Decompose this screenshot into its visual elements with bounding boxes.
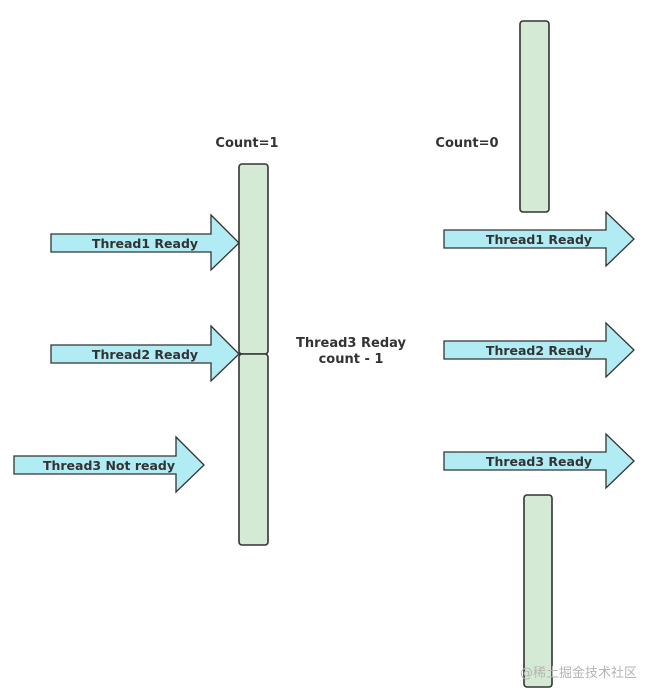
thread1-arrow-after: Thread1 Ready (443, 210, 635, 268)
thread3-label-after: Thread3 Ready (486, 454, 592, 469)
thread2-label-before: Thread2 Ready (92, 347, 198, 362)
arrow-shape (13, 435, 205, 494)
barrier-upper-segment (238, 163, 269, 355)
barrier-opened-bottom (523, 494, 553, 688)
arrow-shape (50, 213, 240, 272)
arrow-shape (443, 432, 635, 490)
barrier-lower-segment (238, 353, 269, 546)
thread3-label-before: Thread3 Not ready (43, 458, 175, 473)
thread2-label-after: Thread2 Ready (486, 343, 592, 358)
arrow-shape (443, 210, 635, 268)
thread2-arrow-before: Thread2 Ready (50, 324, 240, 383)
thread1-label-before: Thread1 Ready (92, 236, 198, 251)
arrow-shape (50, 324, 240, 383)
transition-line2: count - 1 (319, 352, 384, 367)
thread3-arrow-after: Thread3 Ready (443, 432, 635, 490)
count-label-after: Count=0 (435, 136, 498, 151)
thread3-arrow-before: Thread3 Not ready (13, 435, 205, 494)
thread1-arrow-before: Thread1 Ready (50, 213, 240, 272)
watermark: @稀土掘金技术社区 (520, 665, 637, 681)
count-label-before: Count=1 (215, 136, 278, 151)
thread1-label-after: Thread1 Ready (486, 232, 592, 247)
transition-line1: Thread3 Reday (296, 336, 407, 351)
barrier-opened-top (519, 20, 550, 213)
thread2-arrow-after: Thread2 Ready (443, 321, 635, 379)
arrow-shape (443, 321, 635, 379)
